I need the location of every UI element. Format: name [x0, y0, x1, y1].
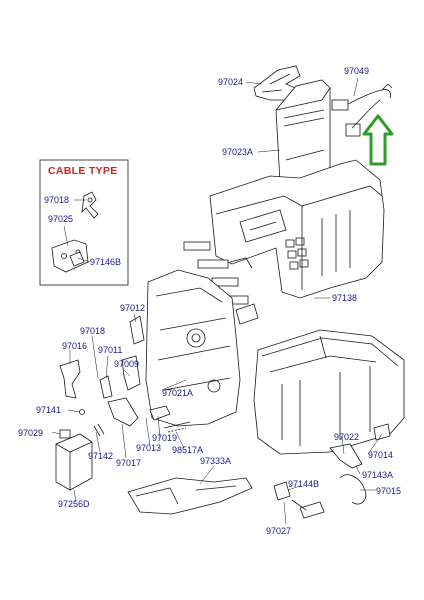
part-label-97019: 97019 — [152, 433, 177, 443]
part-label-98517a: 98517A — [172, 445, 203, 455]
part-label-97017: 97017 — [116, 458, 141, 468]
part-label-97141: 97141 — [36, 405, 61, 415]
part-label-97049: 97049 — [344, 66, 369, 76]
part-label-97027: 97027 — [266, 526, 291, 536]
bottom-duct-part — [127, 477, 253, 515]
part-label-97022: 97022 — [334, 432, 359, 442]
part-label-97143a: 97143A — [362, 470, 393, 480]
part-label-97024: 97024 — [218, 77, 243, 87]
part-label-97018: 97018 — [80, 326, 105, 336]
part-label-97023a: 97023A — [222, 147, 253, 157]
part-label-97144b: 97144B — [288, 479, 319, 489]
leader-lines — [51, 77, 383, 525]
inset-title: CABLE TYPE — [48, 165, 118, 177]
part-label-97012: 97012 — [120, 303, 145, 313]
wiring-harness-part — [331, 83, 393, 137]
part-label-97014: 97014 — [368, 450, 393, 460]
small-parts-right — [273, 423, 391, 519]
part-label-97142: 97142 — [88, 451, 113, 461]
part-label-97333a: 97333A — [200, 456, 231, 466]
actuator-part — [55, 429, 93, 491]
part-label-97018-inset: 97018 — [44, 195, 69, 205]
part-label-97016: 97016 — [62, 341, 87, 351]
part-label-97256d: 97256D — [58, 499, 90, 509]
duct-part — [253, 65, 301, 101]
lower-case-part — [253, 329, 405, 455]
part-label-97013: 97013 — [136, 443, 161, 453]
part-label-97138: 97138 — [332, 293, 357, 303]
part-label-97021a: 97021A — [162, 388, 193, 398]
part-labels: 97024 97049 97023A 97018 97025 97146B 97… — [18, 66, 401, 536]
seal-clips — [183, 241, 259, 325]
part-label-97011: 97011 — [98, 345, 122, 355]
part-label-97015: 97015 — [376, 486, 401, 496]
part-label-97009: 97009 — [114, 359, 139, 369]
upper-case-part — [209, 159, 385, 299]
main-case-part — [145, 269, 241, 427]
part-label-97025: 97025 — [48, 214, 73, 224]
lever-parts — [59, 315, 191, 437]
part-label-97029: 97029 — [18, 428, 43, 438]
part-label-97146b: 97146B — [90, 257, 121, 267]
indicator-arrow — [362, 114, 394, 166]
cable-type-inset: CABLE TYPE — [39, 159, 129, 286]
